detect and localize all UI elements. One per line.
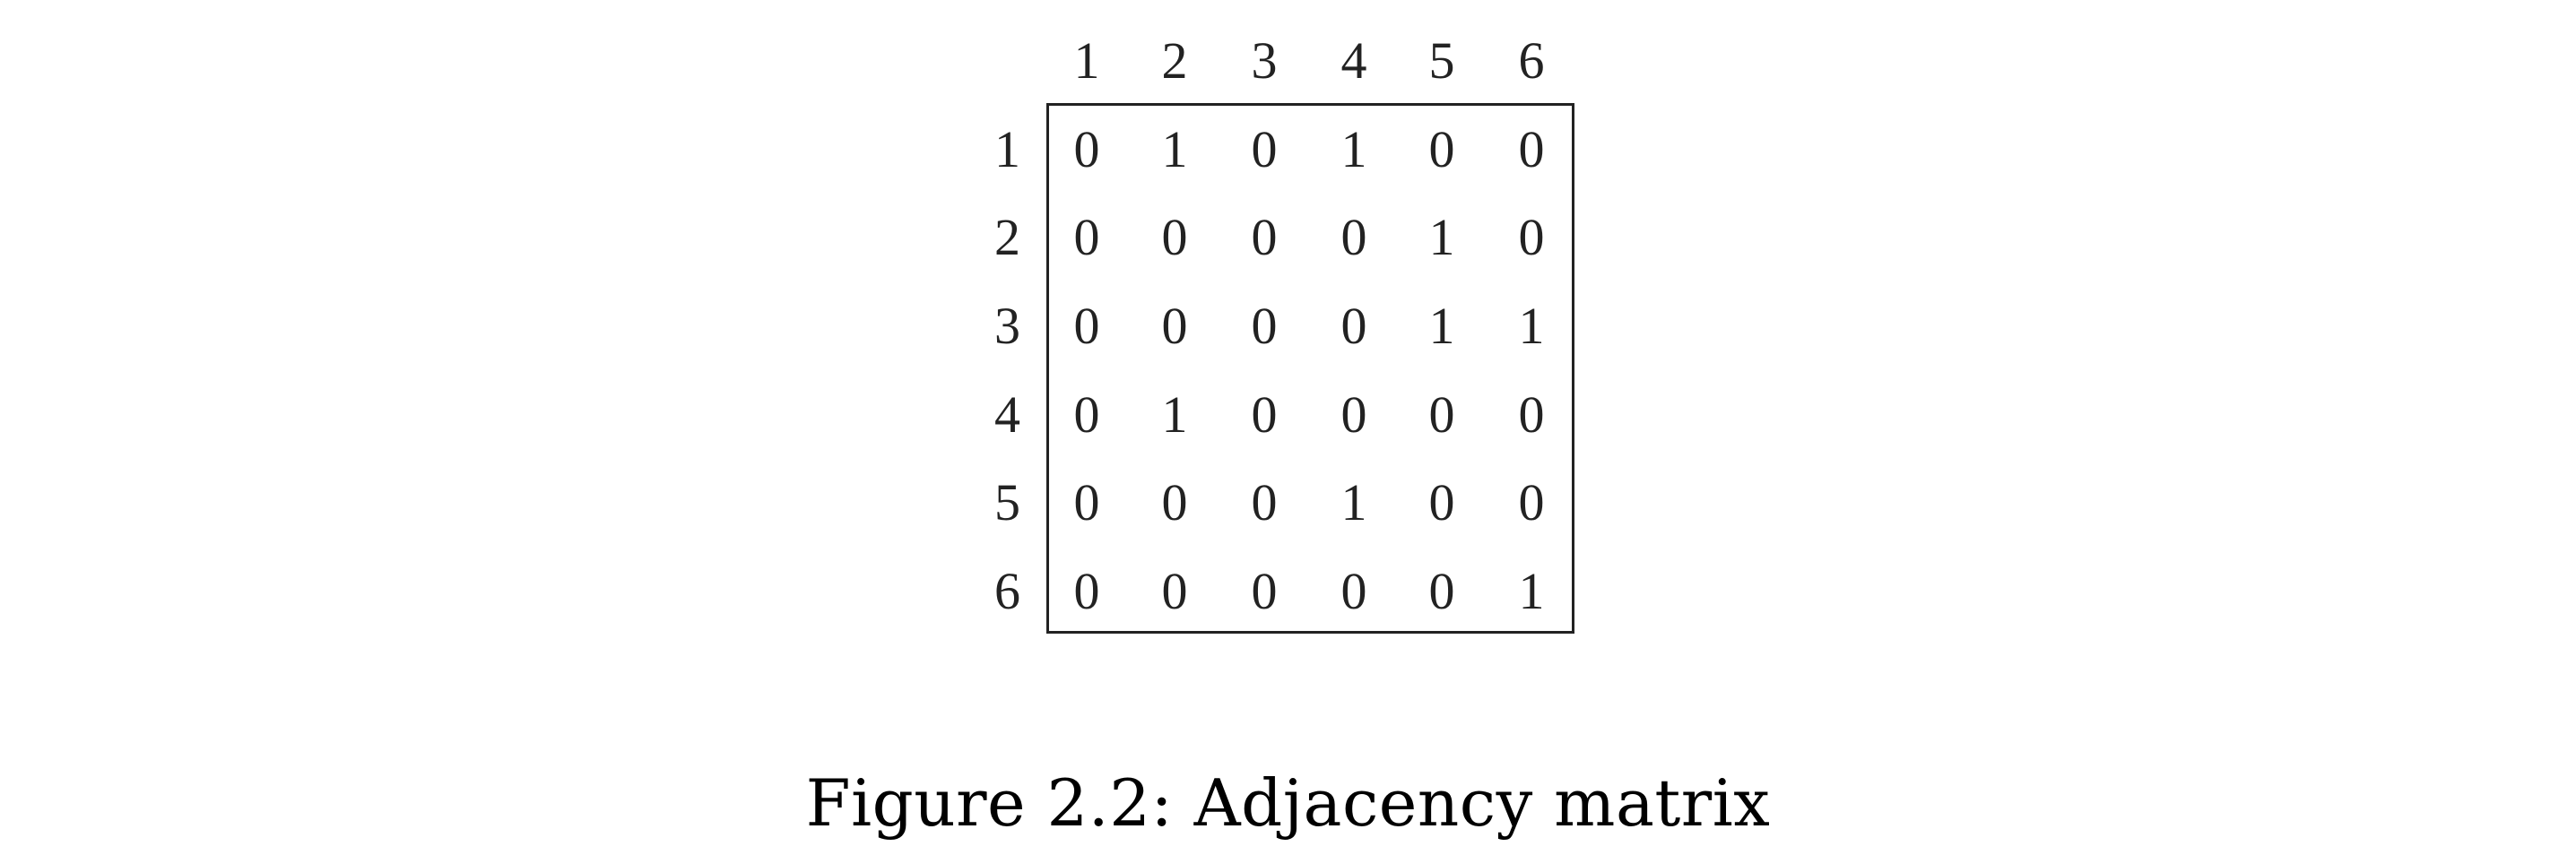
matrix-cell-r1-c1: 0: [1073, 120, 1100, 178]
column-label-3: 3: [1251, 31, 1278, 90]
matrix-cell-r3-c1: 0: [1073, 297, 1100, 355]
matrix-cell-r1-c2: 1: [1161, 120, 1188, 178]
row-label-1: 1: [994, 120, 1020, 178]
matrix-cell-r5-c3: 0: [1251, 473, 1278, 531]
matrix-cell-r5-c1: 0: [1073, 473, 1100, 531]
matrix-cell-r4-c5: 0: [1428, 385, 1455, 444]
matrix-cell-r5-c2: 0: [1161, 473, 1188, 531]
matrix-cell-r6-c4: 0: [1340, 562, 1367, 620]
matrix-cell-r6-c2: 0: [1161, 562, 1188, 620]
matrix-cell-r6-c1: 0: [1073, 562, 1100, 620]
row-label-5: 5: [994, 473, 1020, 531]
matrix-cell-r6-c5: 0: [1428, 562, 1455, 620]
column-label-4: 4: [1340, 31, 1367, 90]
matrix-cell-r1-c5: 0: [1428, 120, 1455, 178]
matrix-cell-r5-c4: 1: [1340, 473, 1367, 531]
matrix-cell-r3-c6: 1: [1518, 297, 1545, 355]
matrix-cell-r3-c2: 0: [1161, 297, 1188, 355]
matrix-cell-r4-c3: 0: [1251, 385, 1278, 444]
column-label-5: 5: [1428, 31, 1455, 90]
figure-caption: Figure 2.2: Adjacency matrix: [805, 765, 1771, 841]
row-label-3: 3: [994, 297, 1020, 355]
matrix-cell-r2-c6: 0: [1518, 208, 1545, 266]
column-label-2: 2: [1161, 31, 1188, 90]
matrix-cell-r2-c4: 0: [1340, 208, 1367, 266]
row-label-4: 4: [994, 385, 1020, 444]
column-label-1: 1: [1073, 31, 1100, 90]
row-label-6: 6: [994, 562, 1020, 620]
column-label-6: 6: [1518, 31, 1545, 90]
matrix-cell-r4-c1: 0: [1073, 385, 1100, 444]
matrix-border: [1046, 103, 1574, 634]
matrix-cell-r2-c5: 1: [1428, 208, 1455, 266]
matrix-cell-r1-c6: 0: [1518, 120, 1545, 178]
matrix-cell-r2-c3: 0: [1251, 208, 1278, 266]
matrix-cell-r6-c6: 1: [1518, 562, 1545, 620]
matrix-cell-r3-c5: 1: [1428, 297, 1455, 355]
matrix-cell-r6-c3: 0: [1251, 562, 1278, 620]
row-label-2: 2: [994, 208, 1020, 266]
matrix-cell-r1-c4: 1: [1340, 120, 1367, 178]
matrix-cell-r5-c5: 0: [1428, 473, 1455, 531]
matrix-cell-r4-c2: 1: [1161, 385, 1188, 444]
matrix-cell-r3-c4: 0: [1340, 297, 1367, 355]
matrix-cell-r1-c3: 0: [1251, 120, 1278, 178]
matrix-cell-r5-c6: 0: [1518, 473, 1545, 531]
matrix-cell-r4-c4: 0: [1340, 385, 1367, 444]
matrix-cell-r3-c3: 0: [1251, 297, 1278, 355]
matrix-cell-r2-c1: 0: [1073, 208, 1100, 266]
matrix-cell-r4-c6: 0: [1518, 385, 1545, 444]
matrix-cell-r2-c2: 0: [1161, 208, 1188, 266]
